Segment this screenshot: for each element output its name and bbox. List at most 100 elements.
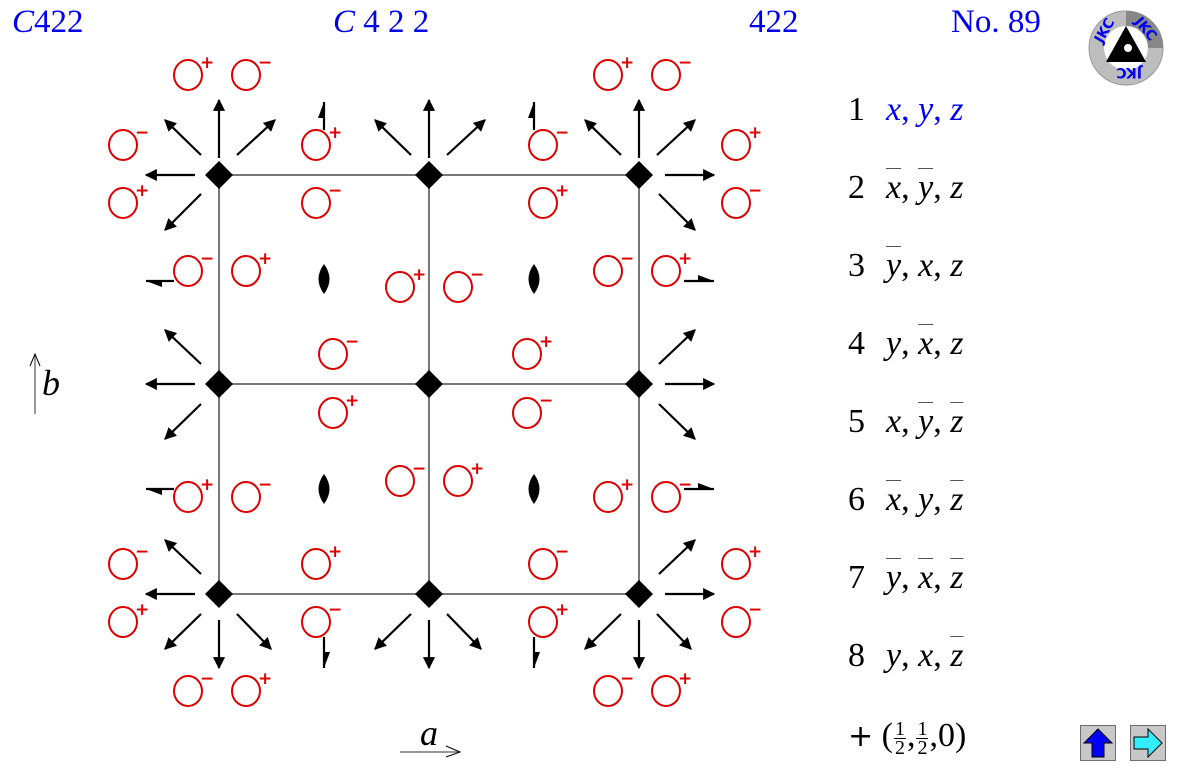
arrow-icon — [164, 193, 202, 231]
jkc-logo-icon[interactable]: JKC JKC JKC — [1088, 10, 1164, 86]
coordinate: x — [918, 559, 934, 596]
fourfold-axes — [205, 161, 653, 608]
fourfold-axis-icon — [205, 370, 233, 398]
sign-label: − — [345, 332, 359, 352]
operation-row: 7 y, x, z — [848, 558, 963, 598]
half-arrow-icon — [318, 102, 324, 118]
coordinate: x — [886, 403, 902, 440]
operation-coords: y, x, z — [886, 247, 964, 284]
coordinate: x — [886, 91, 902, 128]
coordinate: y — [886, 325, 902, 362]
full-hermann-mauguin-symbol: C 4 2 2 — [333, 2, 429, 42]
coordinate: z — [950, 637, 964, 674]
sign-label: + — [539, 332, 553, 352]
coordinate: x — [886, 481, 902, 518]
fourfold-axis-icon — [205, 580, 233, 608]
arrow-icon — [164, 403, 202, 440]
arrow-icon — [446, 119, 486, 156]
up-button[interactable] — [1080, 725, 1116, 761]
operation-coords: x, y, z — [886, 403, 964, 440]
position-circle: − — [593, 249, 634, 287]
sign-label: − — [328, 181, 342, 201]
general-positions: +−+−−++−−++−−++−−+−++−+−−++−−++−−++−−+−+ — [108, 53, 762, 707]
coordinate: z — [950, 481, 964, 518]
lattice-letter: C — [333, 4, 356, 40]
arrow-up-icon — [1082, 728, 1114, 758]
coordinate: z — [950, 559, 964, 596]
arrow-icon — [658, 329, 696, 365]
sign-label: − — [135, 542, 149, 562]
operation-number: 4 — [848, 325, 865, 362]
fourfold-axis-icon — [205, 161, 233, 189]
sign-label: + — [412, 265, 426, 285]
sign-label: + — [328, 542, 342, 562]
operation-number: 2 — [848, 169, 865, 206]
sign-label: − — [200, 669, 214, 689]
sign-label: + — [678, 669, 692, 689]
coordinate: x — [918, 247, 934, 284]
position-circle: + — [593, 53, 634, 91]
sign-label: + — [328, 123, 342, 143]
coordinate: z — [950, 403, 964, 440]
sign-label: + — [470, 459, 484, 479]
position-circle: − — [721, 181, 762, 219]
sign-label: − — [678, 53, 692, 73]
twofold-axis-icon — [318, 264, 330, 294]
position-circle: − — [231, 53, 272, 91]
operation-number: 6 — [848, 481, 865, 518]
coordinate: y — [918, 481, 934, 518]
short-symbol-rest: 422 — [34, 4, 84, 40]
space-group-number: No. 89 — [951, 4, 1041, 40]
arrow-icon — [584, 119, 622, 156]
sign-label: − — [748, 600, 762, 620]
lattice-letter: C — [12, 4, 35, 40]
next-button[interactable] — [1130, 725, 1166, 761]
half-arrow-icon — [698, 275, 714, 281]
fourfold-axis-icon — [625, 580, 653, 608]
coordinate: y — [918, 403, 934, 440]
coordinate: y — [918, 169, 934, 206]
fourfold-axis-icon — [625, 370, 653, 398]
arrow-icon — [236, 613, 272, 650]
sign-label: − — [135, 123, 149, 143]
arrow-icon — [658, 539, 696, 575]
b-axis-arrow-icon — [29, 352, 41, 414]
position-circle: − — [318, 332, 359, 370]
sign-label: − — [539, 391, 553, 411]
sign-label: − — [620, 669, 634, 689]
operation-number: 5 — [848, 403, 865, 440]
arrow-icon — [164, 119, 202, 156]
operation-number: 7 — [848, 559, 865, 596]
sign-label: − — [200, 249, 214, 269]
twofold-axis-icon — [528, 474, 540, 504]
position-circle: − — [512, 391, 553, 429]
coordinate: y — [886, 637, 902, 674]
arrow-icon — [164, 539, 202, 575]
position-circle: − — [528, 123, 569, 161]
fourfold-axis-icon — [415, 580, 443, 608]
arrow-icon — [164, 613, 202, 650]
half-arrow-icon — [698, 483, 714, 489]
position-circle: + — [173, 53, 214, 91]
arrow-icon — [656, 119, 696, 156]
sign-label: + — [555, 181, 569, 201]
position-circle: + — [528, 600, 569, 638]
half-arrow-icon — [324, 652, 330, 668]
sign-label: − — [620, 249, 634, 269]
coordinate: z — [950, 169, 964, 206]
operation-coords: y, x, z — [886, 559, 964, 596]
operation-coords: x, y, z — [886, 91, 964, 128]
position-circle: − — [593, 669, 634, 707]
coordinate: x — [918, 637, 934, 674]
a-axis-label: a — [420, 713, 438, 753]
svg-text:JKC: JKC — [1116, 64, 1143, 80]
position-circle: − — [721, 600, 762, 638]
short-hermann-mauguin-symbol: C422 — [12, 2, 84, 42]
sign-label: − — [555, 542, 569, 562]
position-circle: + — [108, 600, 149, 638]
coordinate: y — [886, 559, 902, 596]
sign-label: − — [328, 600, 342, 620]
sign-label: + — [135, 181, 149, 201]
